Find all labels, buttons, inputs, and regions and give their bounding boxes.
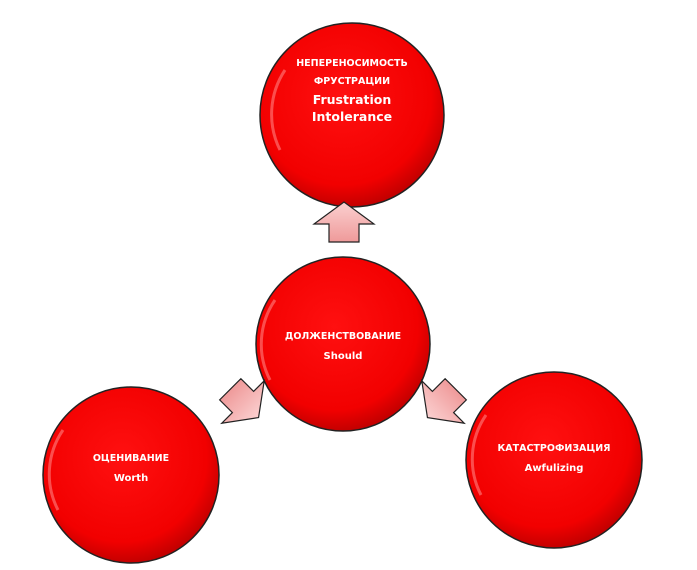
node-label-ru: КАТАСТРОФИЗАЦИЯ [498,443,611,454]
node-label-ru: ДОЛЖЕНСТВОВАНИЕ [285,331,401,342]
arrow-down-right-icon [420,377,468,425]
node-label-en: Frustration [313,92,392,107]
node-label-en: Should [324,351,363,362]
arrow-down-left-icon [218,377,266,425]
circle-shape [465,371,643,549]
node-label-en: Worth [114,473,148,484]
node-frustration-intolerance: НЕПЕРЕНОСИМОСТЬ ФРУСТРАЦИИ Frustration I… [259,22,445,208]
node-label-en: Intolerance [312,109,392,124]
node-label-ru: ФРУСТРАЦИИ [314,76,390,87]
node-should: ДОЛЖЕНСТВОВАНИЕ Should [255,256,431,432]
node-label-ru: ОЦЕНИВАНИЕ [93,453,169,464]
node-awfulizing: КАТАСТРОФИЗАЦИЯ Awfulizing [465,371,643,549]
node-label-ru: НЕПЕРЕНОСИМОСТЬ [296,58,408,69]
node-label-en: Awfulizing [525,463,584,474]
node-worth: ОЦЕНИВАНИЕ Worth [42,386,220,564]
circle-shape [255,256,431,432]
arrow-up-icon [312,201,376,243]
circle-shape [42,386,220,564]
circle-shape [259,22,445,208]
